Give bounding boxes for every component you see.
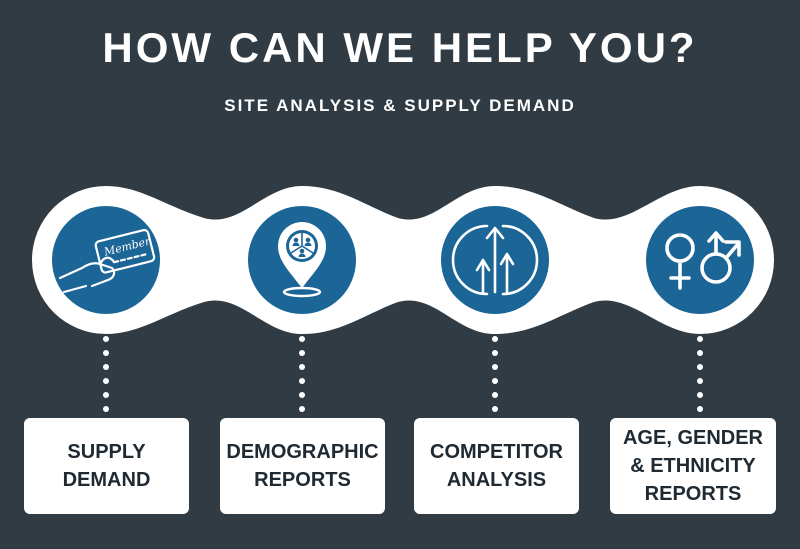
page-subtitle: SITE ANALYSIS & SUPPLY DEMAND xyxy=(224,96,576,115)
location-pin-people-icon xyxy=(248,206,356,314)
service-card-age-gender-ethnicity-reports[interactable]: AGE, GENDER & ETHNICITY REPORTS xyxy=(610,418,776,514)
service-card-competitor-analysis[interactable]: COMPETITOR ANALYSIS xyxy=(414,418,579,514)
gender-symbols-icon xyxy=(646,206,754,314)
dotted-connector xyxy=(490,336,500,412)
page-title: HOW CAN WE HELP YOU? xyxy=(102,24,698,71)
dotted-connector xyxy=(695,336,705,412)
dotted-connector xyxy=(101,336,111,412)
card-label-line: REPORTS xyxy=(644,483,742,505)
card-label-line: & ETHNICITY xyxy=(630,455,756,477)
dotted-connector xyxy=(297,336,307,412)
member-card-icon: Member xyxy=(52,206,160,314)
service-card-supply-demand[interactable]: SUPPLY DEMAND xyxy=(24,418,189,514)
arrows-up-circle-icon xyxy=(441,206,549,314)
card-label-line: AGE, GENDER xyxy=(622,427,764,449)
card-label-line: ANALYSIS xyxy=(446,469,547,491)
service-card-demographic-reports[interactable]: DEMOGRAPHIC REPORTS xyxy=(220,418,385,514)
card-label-line: DEMOGRAPHIC xyxy=(226,441,379,463)
card-label-line: SUPPLY xyxy=(67,441,146,463)
card-label-line: COMPETITOR xyxy=(430,441,563,463)
card-label-line: DEMAND xyxy=(62,469,151,491)
card-label-line: REPORTS xyxy=(254,469,351,491)
